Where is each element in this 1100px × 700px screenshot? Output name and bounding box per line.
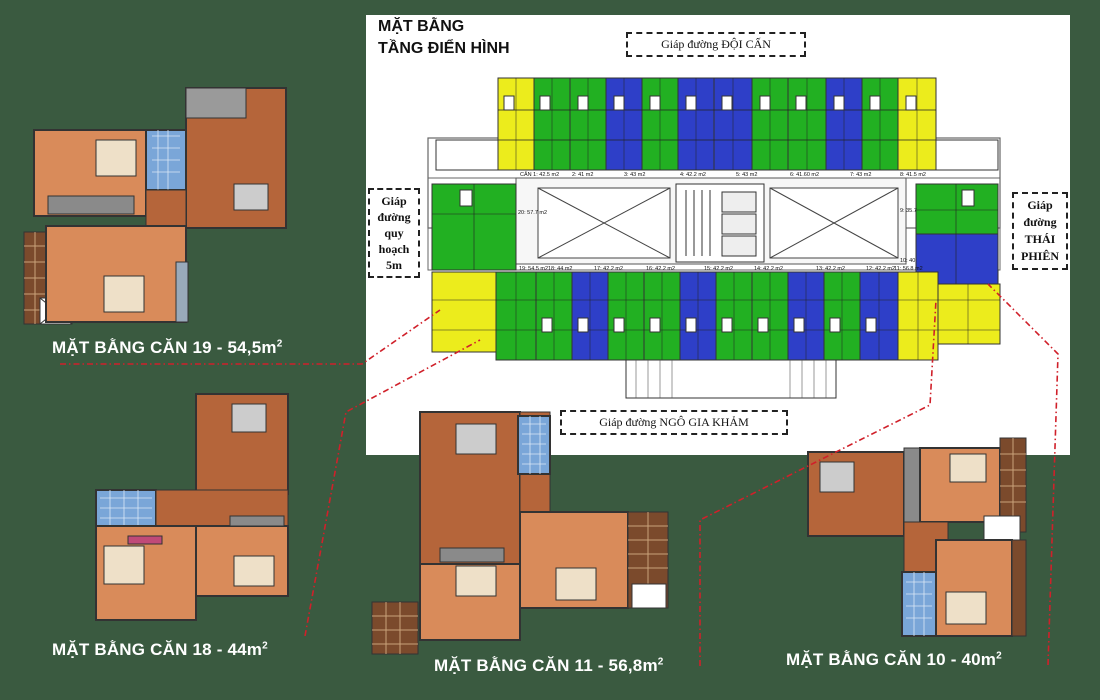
road-right-line-4: PHIÊN <box>1020 249 1059 263</box>
title-line-2: TẦNG ĐIỂN HÌNH <box>378 40 510 57</box>
plan-can-18 <box>95 393 289 621</box>
unit-label-16: 16: 42.2 m2 <box>646 266 675 272</box>
road-right-line-3: THÁI <box>1024 232 1056 246</box>
road-left-line-5: 5m <box>386 258 402 272</box>
plan-can-19 <box>23 87 287 325</box>
road-left-line-4: hoạch <box>378 242 410 256</box>
unit-label-10: 10: 40 <box>900 258 915 264</box>
plan-label-can-18-text: MẶT BẰNG CĂN 18 - 44m <box>52 640 263 659</box>
stair-elevator-core <box>675 183 765 263</box>
unit-label-18: 18: 44 m2 <box>548 266 572 272</box>
plan-label-can-10-sup: 2 <box>996 650 1002 662</box>
plan-can-10 <box>807 437 1027 637</box>
road-top-label: Giáp đường ĐỘI CẤN <box>626 32 806 57</box>
unit-label-17: 17: 42.2 m2 <box>594 266 623 272</box>
road-left-line-2: đường <box>377 210 411 224</box>
road-bottom-label: Giáp đường NGÔ GIA KHẢM <box>560 410 788 435</box>
leader-lines <box>60 283 1059 666</box>
unit-label-3: 3: 43 m2 <box>624 172 645 178</box>
unit-label-12: 12: 42.2 m2 <box>866 266 895 272</box>
unit-label-7: 7: 43 m2 <box>850 172 871 178</box>
unit-label-9: 9: 35.7 <box>900 208 917 214</box>
road-left-label: Giáp đường quy hoạch 5m <box>368 188 420 278</box>
plan-can-11 <box>371 411 669 655</box>
road-bottom-text: Giáp đường NGÔ GIA KHẢM <box>599 415 749 429</box>
unit-label-20: 20: 57.7 m2 <box>518 210 547 216</box>
plan-label-can-18-sup: 2 <box>262 640 268 652</box>
unit-label-11: 11: 56.8 m2 <box>894 266 923 272</box>
plan-label-can-10: MẶT BẰNG CĂN 10 - 40m2 <box>786 650 1002 670</box>
road-right-line-1: Giáp <box>1027 198 1053 212</box>
plan-label-can-11: MẶT BẰNG CĂN 11 - 56,8m2 <box>434 656 664 676</box>
typical-floor-plan: CĂN 1: 42.5 m2 2: 41 m2 3: 43 m2 4: 42.2… <box>427 77 1001 399</box>
plan-label-can-10-text: MẶT BẰNG CĂN 10 - 40m <box>786 650 997 669</box>
unit-label-2: 2: 41 m2 <box>572 172 593 178</box>
unit-label-8: 8: 41.5 m2 <box>900 172 926 178</box>
title-line-1: MẶT BẰNG <box>378 18 465 35</box>
road-left-line-3: quy <box>384 226 404 240</box>
road-right-label: Giáp đường THÁI PHIÊN <box>1012 192 1068 270</box>
plan-label-can-11-sup: 2 <box>657 656 664 668</box>
left-units <box>431 183 517 271</box>
road-left-line-1: Giáp <box>381 194 407 208</box>
top-units <box>435 77 999 171</box>
typical-floor-title: MẶT BẰNG TẦNG ĐIỂN HÌNH <box>378 16 510 60</box>
unit-label-14: 14: 42.2 m2 <box>754 266 783 272</box>
bottom-units <box>431 271 1001 399</box>
atrium-void-right <box>769 187 899 259</box>
unit-label-15: 15: 42.2 m2 <box>704 266 733 272</box>
plan-label-can-19-text: MẶT BẰNG CĂN 19 - 54,5m <box>52 338 277 357</box>
unit-label-6: 6: 41.60 m2 <box>790 172 819 178</box>
plan-label-can-18: MẶT BẰNG CĂN 18 - 44m2 <box>52 640 268 660</box>
unit-label-19: 19: 54.5 m2 <box>519 266 548 272</box>
atrium-void-left <box>537 187 671 259</box>
unit-label-13: 13: 42.2 m2 <box>816 266 845 272</box>
right-units <box>915 183 999 285</box>
unit-label-1: CĂN 1: 42.5 m2 <box>520 171 559 178</box>
road-right-line-2: đường <box>1023 215 1057 229</box>
road-top-text: Giáp đường ĐỘI CẤN <box>661 37 771 51</box>
unit-label-4: 4: 42.2 m2 <box>680 172 706 178</box>
plan-label-can-19-sup: 2 <box>276 338 283 350</box>
plan-label-can-19: MẶT BẰNG CĂN 19 - 54,5m2 <box>52 338 282 358</box>
unit-label-5: 5: 43 m2 <box>736 172 757 178</box>
plan-label-can-11-text: MẶT BẰNG CĂN 11 - 56,8m <box>434 656 658 675</box>
